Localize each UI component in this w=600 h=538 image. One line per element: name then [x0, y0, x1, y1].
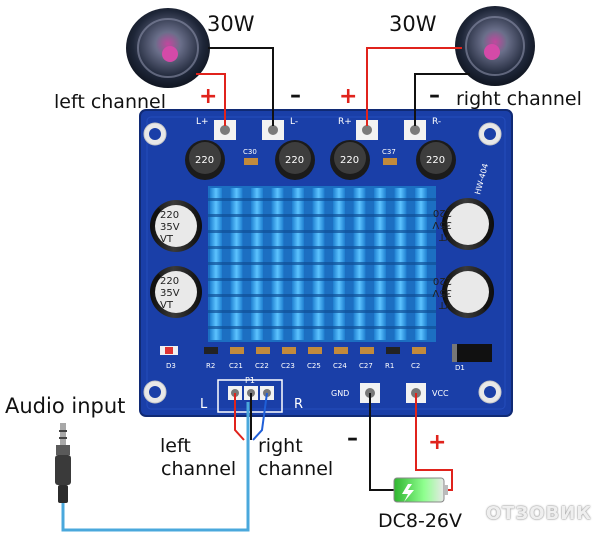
- right-speaker-icon: [455, 6, 535, 86]
- smd-part: [204, 347, 218, 354]
- smd-part: [386, 347, 400, 354]
- right-minus-sign: –: [429, 83, 440, 108]
- speaker-wires: [196, 47, 470, 126]
- speaker-terminals: [214, 120, 426, 140]
- battery-icon: [393, 477, 448, 503]
- cap-text-2a: 220: [160, 276, 179, 287]
- jack-left-label-1: left: [160, 435, 191, 457]
- cap-text-4c: VT: [438, 299, 452, 310]
- cap-text-3c: VT: [438, 231, 452, 242]
- smd-label: C22: [255, 362, 269, 370]
- watermark-text: ОТЗОВИК: [485, 503, 592, 524]
- jack-left-label-2: channel: [161, 458, 237, 480]
- smd-label: C21: [229, 362, 243, 370]
- inductors: [185, 140, 456, 180]
- smd-components: C21 C22 C23 C25 C24 C27 R1 C2: [204, 347, 426, 370]
- heatsink-rib: [208, 326, 436, 329]
- watermark-logo: ОТЗОВИК: [486, 503, 592, 524]
- left-plus-sign: +: [199, 84, 218, 109]
- input-header-label: P1: [245, 376, 255, 385]
- pin-label-gnd: GND: [331, 389, 349, 398]
- left-minus-sign: –: [290, 83, 301, 108]
- pin-label-r-plus: R+: [338, 117, 352, 127]
- left-channel-label: left channel: [54, 91, 166, 113]
- power-label-left: 30W: [207, 12, 255, 36]
- jack-right-label-1: right: [258, 435, 303, 457]
- smd-label: C25: [307, 362, 321, 370]
- cap-text-3b: 35V: [432, 219, 452, 230]
- audio-cable: [61, 402, 250, 532]
- cap-text-1a: 220: [160, 210, 179, 221]
- smd-part: [334, 347, 348, 354]
- pin-label-r-minus: R-: [432, 117, 441, 127]
- supply-voltage-label: DC8-26V: [378, 510, 463, 532]
- smd-label: C24: [333, 362, 347, 370]
- heatsink-rib: [208, 278, 436, 281]
- label-r2: R2: [206, 362, 215, 370]
- input-side-right: R: [294, 397, 303, 412]
- power-label-right: 30W: [389, 12, 437, 36]
- smd-part: [230, 347, 244, 354]
- right-channel-label: right channel: [456, 88, 582, 110]
- heatsink-rib: [208, 294, 436, 297]
- audio-jack-icon: [55, 423, 71, 503]
- cap-text-2b: 35V: [160, 288, 180, 299]
- jack-right-label-2: channel: [258, 458, 334, 480]
- smd-part: [360, 347, 374, 354]
- cap-text-2c: VT: [160, 300, 174, 311]
- cap-text-1b: 35V: [160, 222, 180, 233]
- inductor-code-3: 220: [340, 155, 359, 166]
- vcc-plus-sign: +: [428, 430, 447, 455]
- smd-part: [308, 347, 322, 354]
- smd-part: [412, 347, 426, 354]
- cap-label-c37: C37: [382, 148, 396, 156]
- smd-part: [256, 347, 270, 354]
- inductor-code-4: 220: [426, 155, 445, 166]
- smd-label: C23: [281, 362, 295, 370]
- left-speaker-icon: [126, 8, 210, 88]
- amplifier-board: L+ L- R+ R- 220 220 220 220 C30 C37 HW-4…: [139, 109, 513, 417]
- cap-text-3a: 220: [433, 207, 452, 218]
- heatsink-rib: [208, 246, 436, 249]
- cap-label-c30: C30: [243, 148, 257, 156]
- heatsink-rib: [208, 262, 436, 265]
- cap-text-4b: 35V: [432, 287, 452, 298]
- cap-text-4a: 220: [433, 275, 452, 286]
- label-d3: D3: [166, 362, 176, 370]
- inductor-code-1: 220: [195, 155, 214, 166]
- gnd-minus-sign: –: [347, 426, 358, 451]
- heatsink-rib: [208, 310, 436, 313]
- right-plus-sign: +: [339, 84, 358, 109]
- heatsink-rib: [208, 214, 436, 217]
- audio-input-label: Audio input: [5, 394, 126, 418]
- smd-label: C27: [359, 362, 373, 370]
- label-d1: D1: [455, 364, 465, 372]
- heatsink-rib: [208, 198, 436, 201]
- capacitors: [150, 198, 494, 318]
- smd-label: R1: [385, 362, 394, 370]
- pin-label-l-plus: L+: [196, 117, 209, 127]
- smd-part: [282, 347, 296, 354]
- pin-label-vcc: VCC: [432, 389, 449, 398]
- heatsink: [208, 186, 436, 342]
- input-wires: [234, 392, 268, 441]
- cap-text-1c: VT: [160, 234, 174, 245]
- smd-label: C2: [411, 362, 420, 370]
- power-wires: [369, 393, 453, 491]
- inductor-code-2: 220: [285, 155, 304, 166]
- input-side-left: L: [200, 397, 208, 412]
- heatsink-rib: [208, 230, 436, 233]
- pin-label-l-minus: L-: [290, 117, 298, 127]
